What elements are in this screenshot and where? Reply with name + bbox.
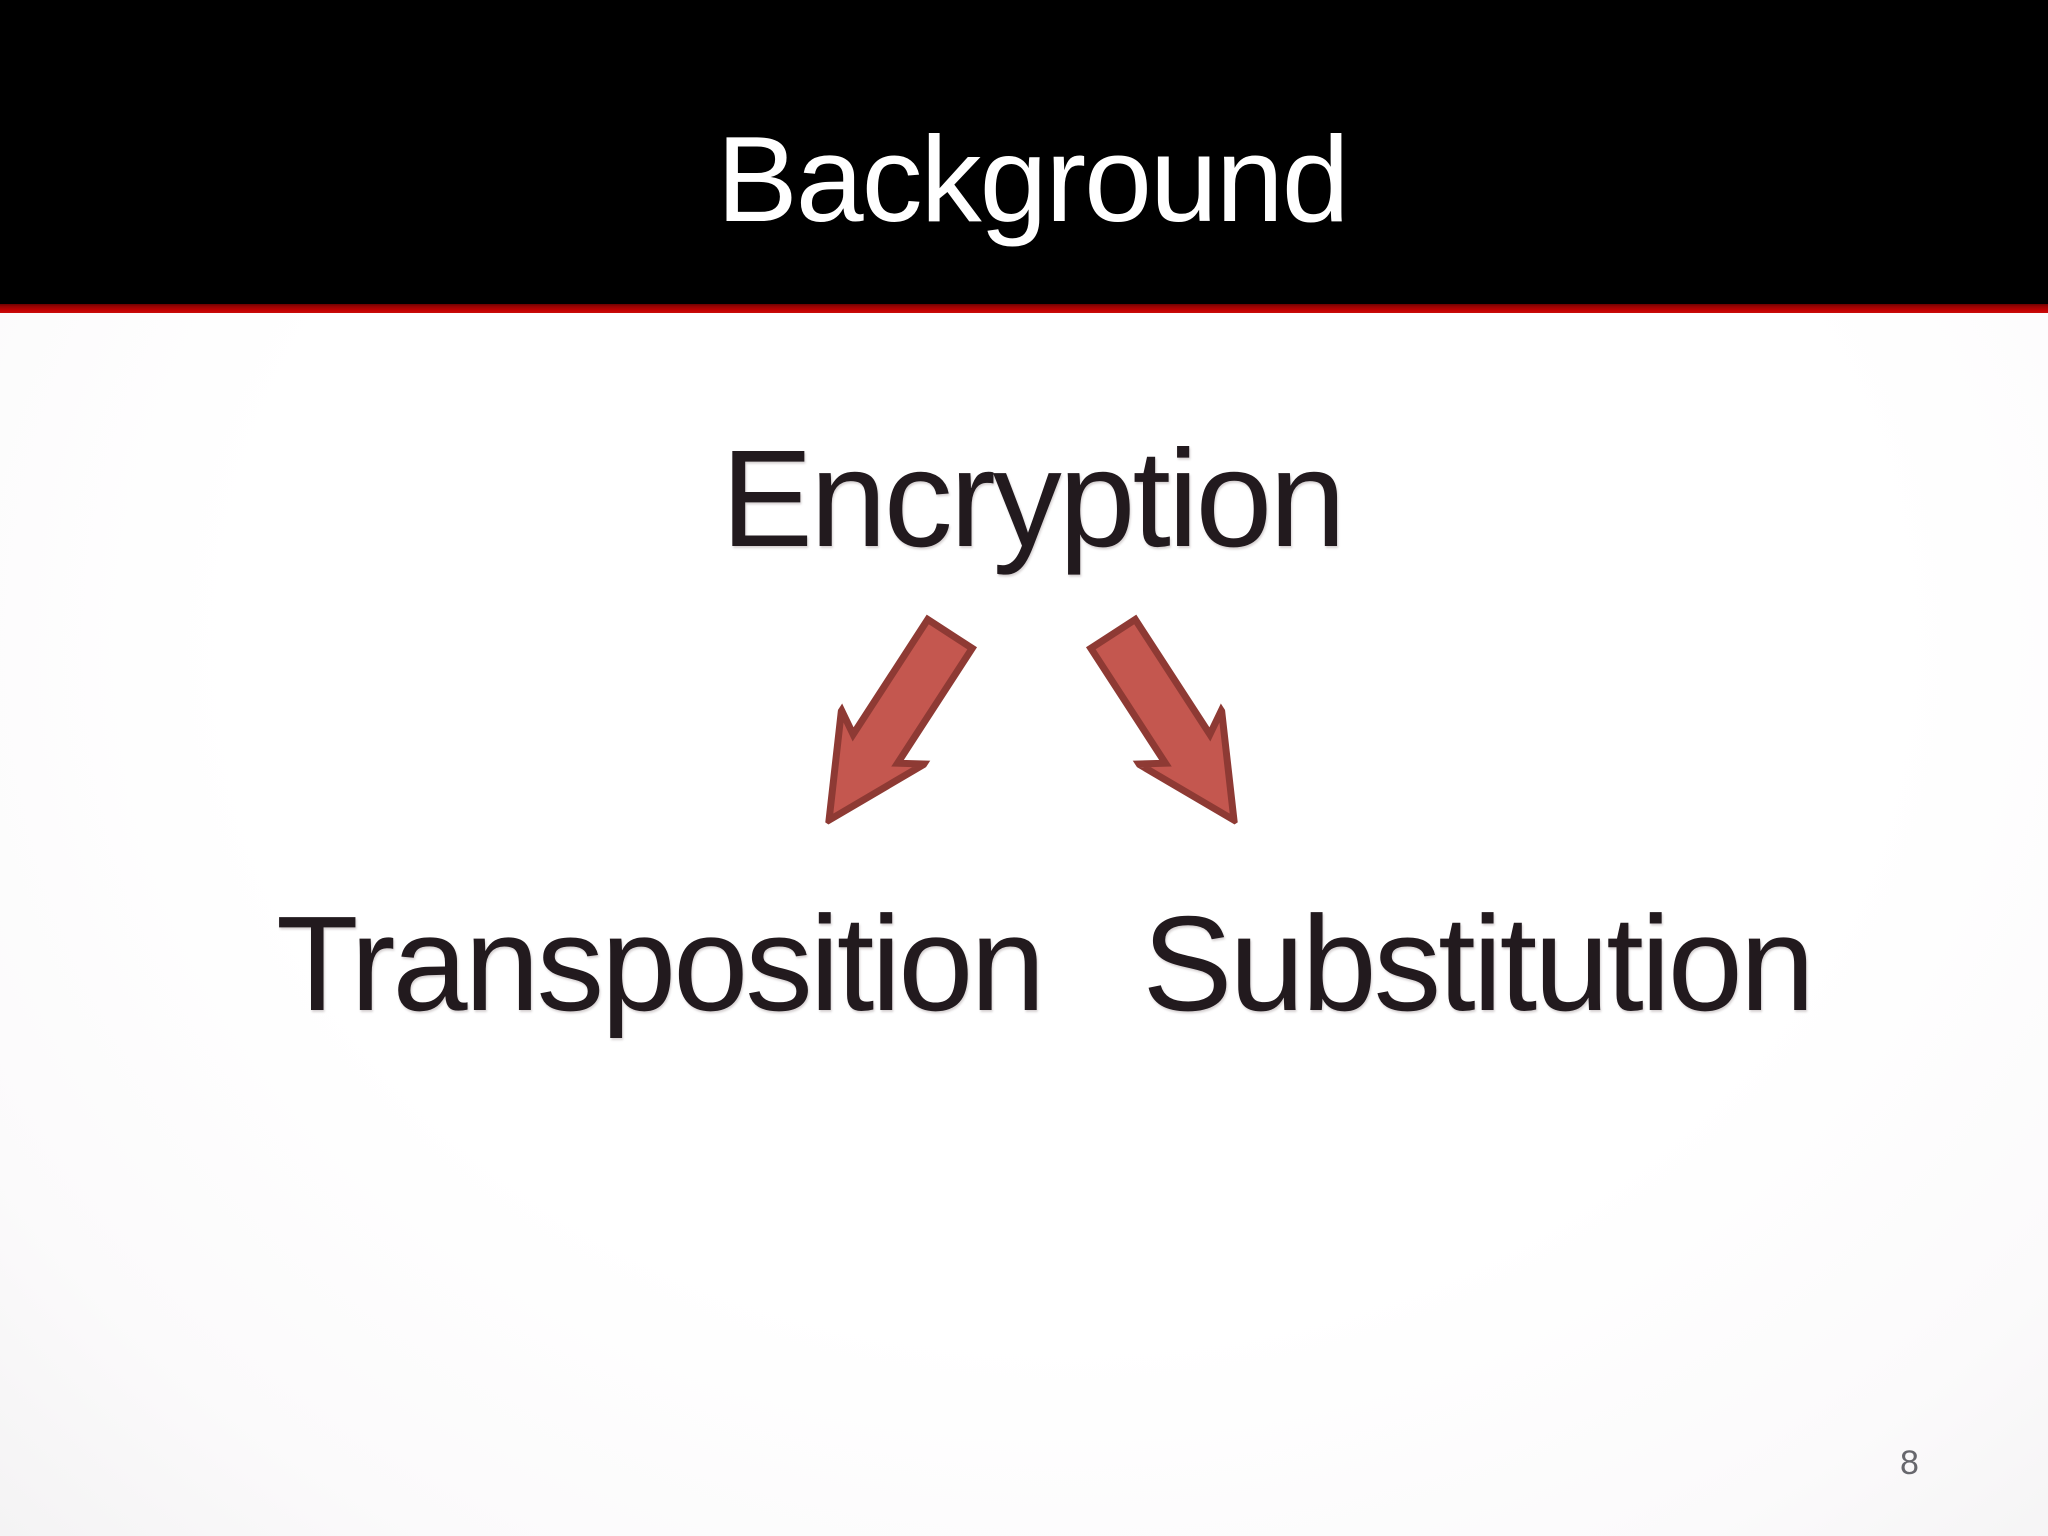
substitution-label: Substitution [1142, 888, 1814, 1039]
header-band: Background [0, 0, 2048, 304]
arrow-down-left-icon [824, 614, 978, 827]
diagram-branches: Transposition Substitution [20, 896, 2048, 1031]
red-divider-line [0, 304, 2048, 313]
arrow-down-right-icon [1085, 614, 1239, 827]
page-number: 8 [1900, 1444, 1919, 1482]
slide-title: Background [716, 111, 1349, 247]
transposition-label: Transposition [276, 888, 1045, 1039]
diagram-root-label: Encryption [721, 422, 1346, 576]
